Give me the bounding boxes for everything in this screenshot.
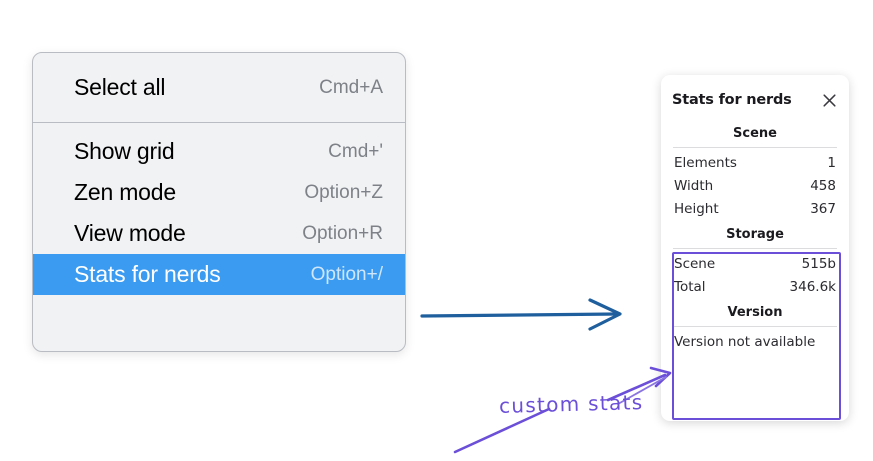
panel-title: Stats for nerds [672, 92, 792, 108]
menu-item-shortcut: Cmd+' [328, 140, 383, 162]
menu-item-label: Zen mode [74, 179, 176, 205]
stat-label: Elements [674, 154, 737, 171]
stat-row: Elements 1 [672, 151, 838, 174]
stat-row: Scene 515b [672, 252, 838, 275]
menu-item-label: View mode [74, 220, 186, 246]
menu-item-view-mode[interactable]: View mode Option+R [33, 213, 405, 254]
close-icon[interactable] [821, 92, 838, 109]
section-heading: Scene [733, 126, 777, 141]
section-heading: Storage [726, 227, 784, 242]
section-divider [673, 326, 837, 327]
menu-item-stats-for-nerds[interactable]: Stats for nerds Option+/ [33, 254, 405, 295]
menu-item-shortcut: Cmd+A [319, 76, 383, 98]
menu-group-2: Show grid Cmd+' Zen mode Option+Z View m… [33, 123, 405, 303]
menu-item-shortcut: Option+/ [310, 263, 383, 285]
stat-value: 515b [801, 255, 836, 272]
stat-label: Width [674, 177, 714, 194]
menu-item-show-grid[interactable]: Show grid Cmd+' [33, 131, 405, 172]
menu-item-label: Stats for nerds [74, 261, 221, 287]
menu-item-shortcut: Option+R [302, 222, 383, 244]
menu-separator [33, 122, 405, 123]
menu-item-label: Select all [74, 74, 166, 100]
menu-item-select-all[interactable]: Select all Cmd+A [33, 67, 405, 108]
menu-item-shortcut: Option+Z [304, 181, 383, 203]
menu-item-zen-mode[interactable]: Zen mode Option+Z [33, 172, 405, 213]
version-message: Version not available [674, 334, 816, 350]
stats-for-nerds-panel: Stats for nerds Scene Elements 1 Width 4… [661, 75, 849, 421]
stat-row: Height 367 [672, 197, 838, 220]
section-divider [673, 147, 837, 148]
panel-titlebar: Stats for nerds [672, 75, 838, 119]
menu-item-label: Show grid [74, 138, 175, 164]
stat-row: Width 458 [672, 174, 838, 197]
stat-label: Height [674, 200, 719, 217]
stat-value: 458 [810, 177, 836, 194]
stat-label: Scene [674, 255, 716, 272]
section-heading: Version [727, 305, 783, 320]
annotation-label: custom stats [498, 390, 644, 418]
menu-group-1: Select all Cmd+A [33, 53, 405, 122]
panel-section-version: Version Version not available [672, 298, 838, 354]
stat-value: 1 [827, 154, 836, 171]
arrow-right-icon [420, 298, 622, 331]
panel-section-scene: Scene Elements 1 Width 458 Height 367 [672, 119, 838, 220]
stat-value: 346.6k [789, 278, 836, 295]
context-menu[interactable]: Select all Cmd+A Show grid Cmd+' Zen mod… [32, 52, 406, 352]
stat-row: Total 346.6k [672, 275, 838, 298]
section-divider [673, 248, 837, 249]
panel-section-storage: Storage Scene 515b Total 346.6k [672, 220, 838, 298]
stat-value: 367 [810, 200, 836, 217]
stat-label: Total [674, 278, 706, 295]
